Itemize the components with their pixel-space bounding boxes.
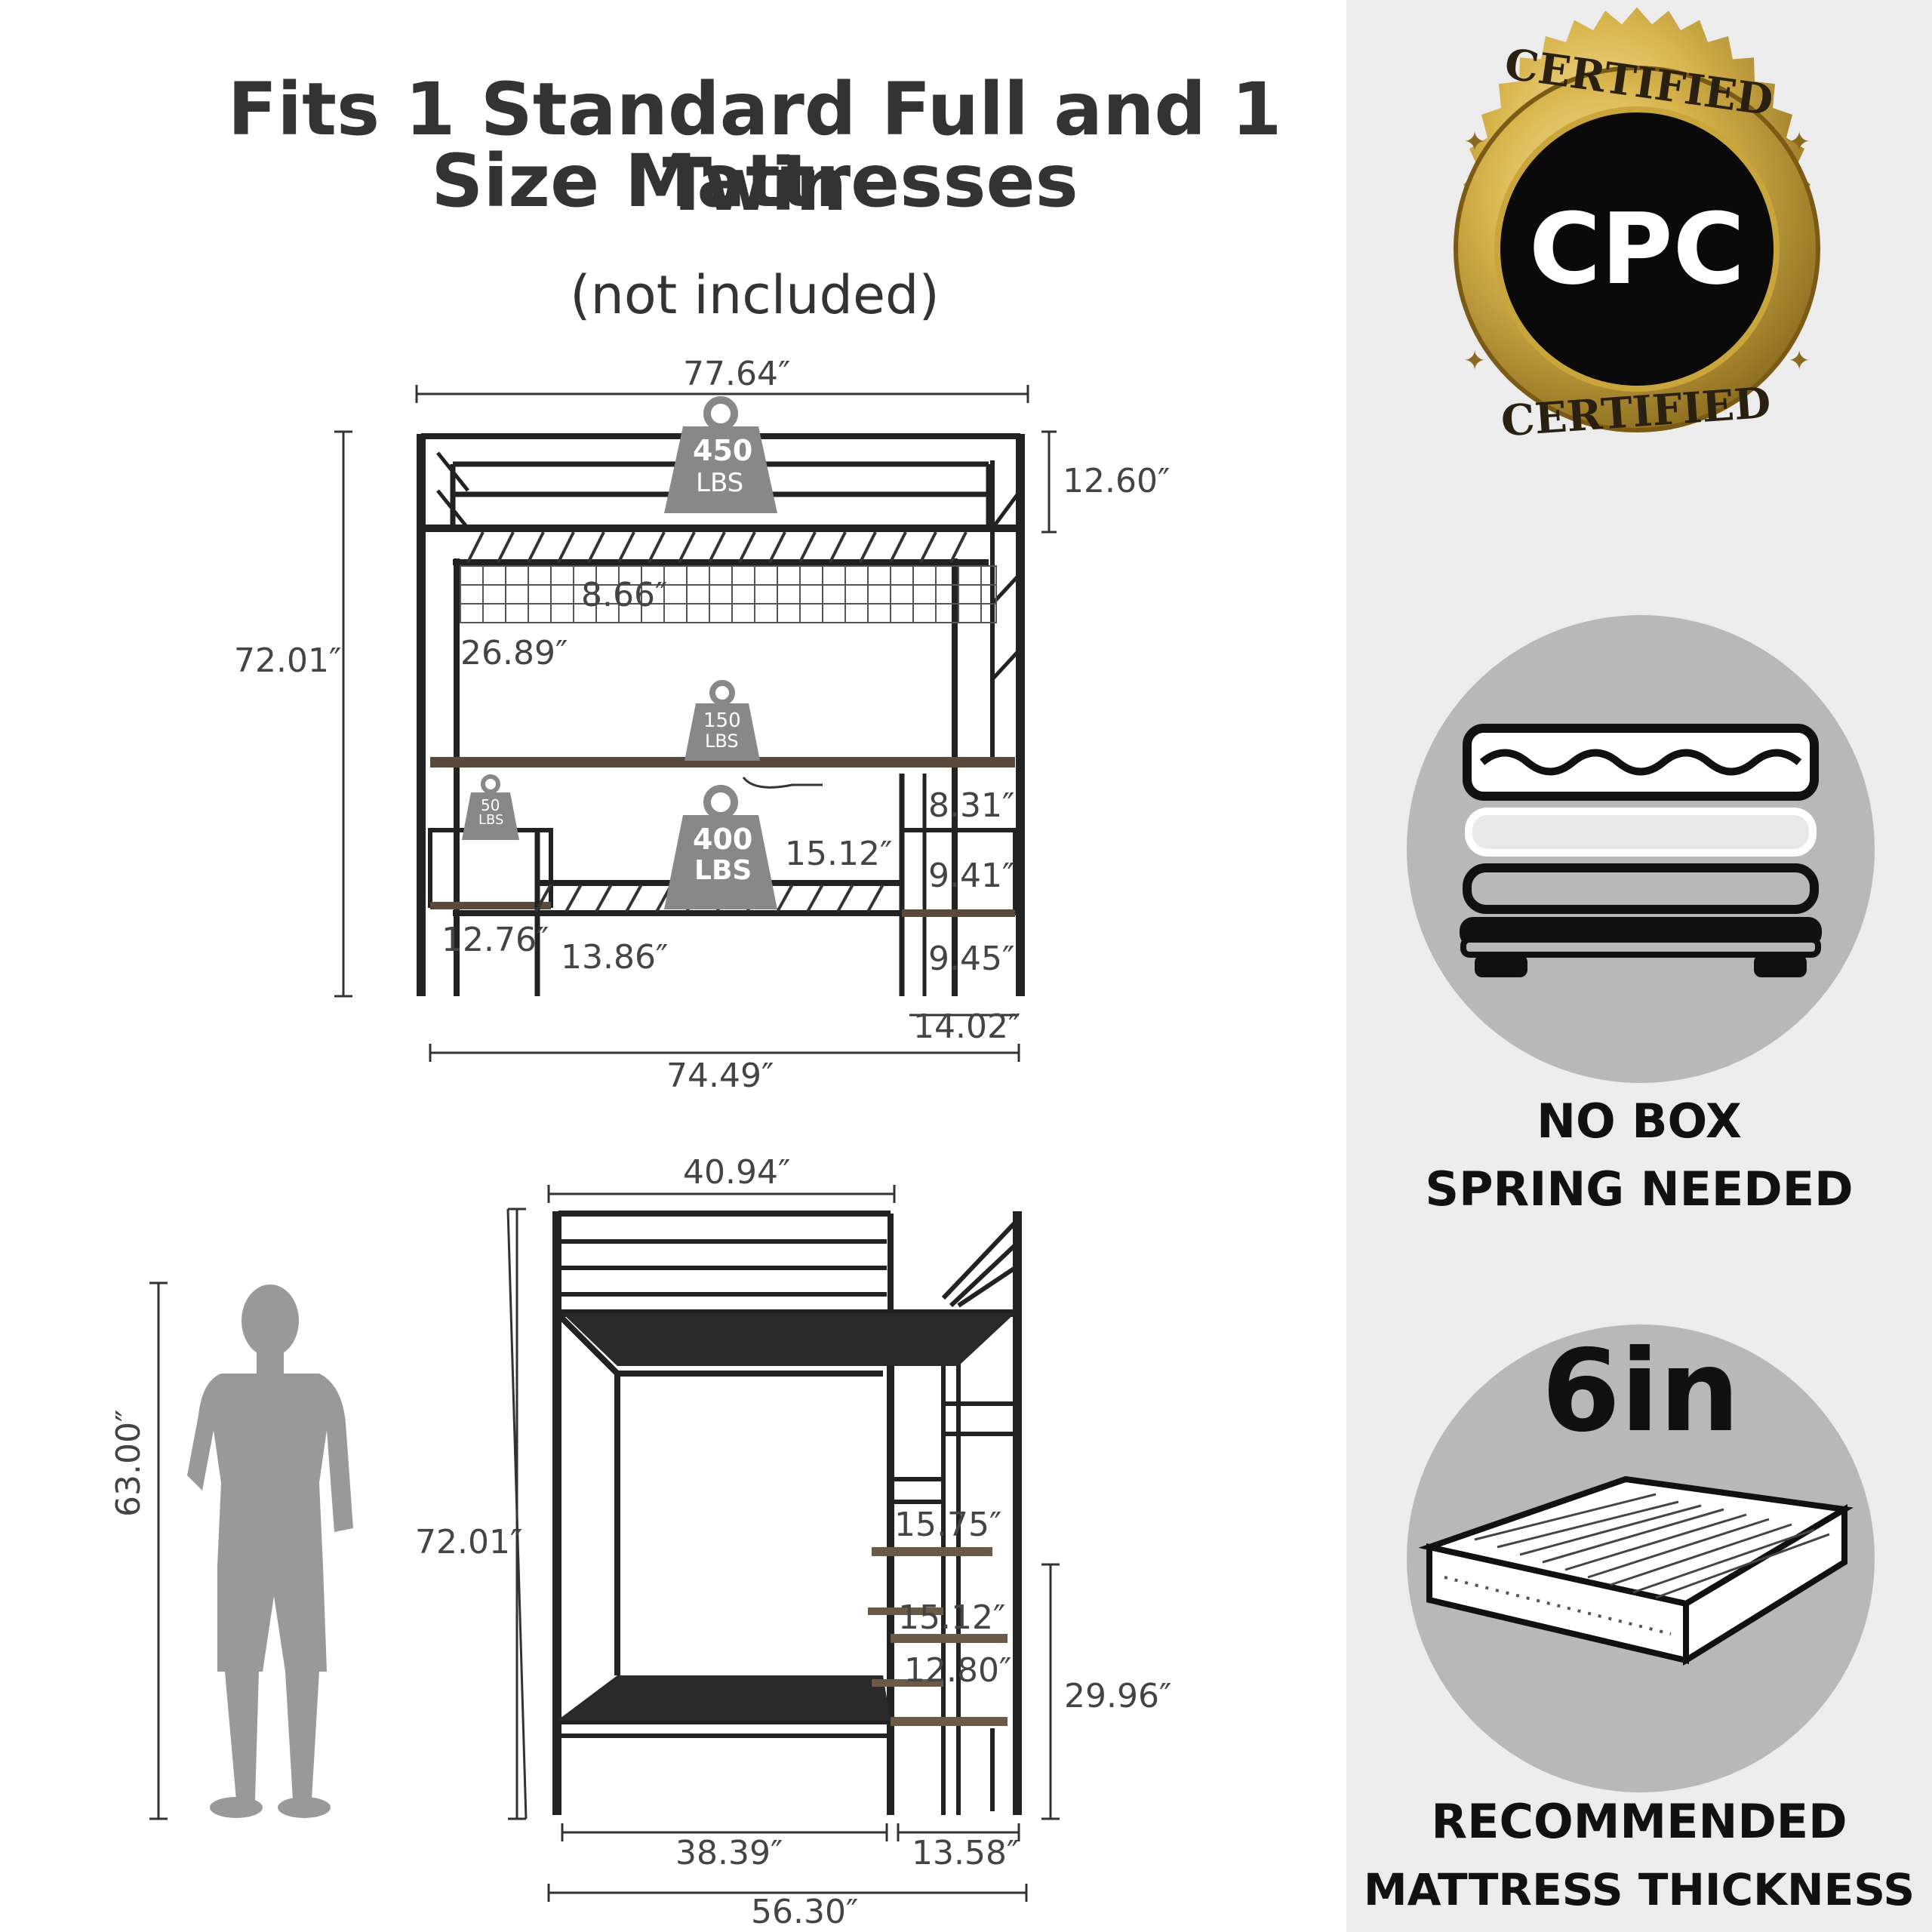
front-shelf-1: 8.31″: [928, 786, 1015, 825]
weight-450-value: 450: [693, 434, 753, 467]
weight-400-unit: LBS: [694, 855, 752, 886]
box-spring-icon: [1407, 615, 1875, 1083]
cpc-certified-badge-icon: CPC CERTIFIED CERTIFIED ✦ ✦ ✦ ✦: [1454, 7, 1820, 446]
side-stair-step-3: 12.80″: [904, 1651, 1012, 1690]
side-bed-width: 38.39″: [675, 1834, 783, 1872]
side-width-top: 40.94″: [683, 1153, 791, 1192]
front-shelf-width-right: 14.02″: [913, 1008, 1021, 1046]
side-view-diagram: [149, 1185, 1060, 1902]
right-panel: CPC CERTIFIED CERTIFIED ✦ ✦ ✦ ✦ NO BOX S…: [1346, 0, 1932, 1932]
feature-1-line-1: NO BOX: [1537, 1094, 1742, 1149]
svg-text:✦: ✦: [1788, 127, 1810, 158]
side-total-width: 56.30″: [751, 1893, 859, 1931]
weight-400-value: 400: [693, 823, 753, 856]
feature-2-line-2: MATTRESS THICKNESS: [1363, 1864, 1915, 1915]
weight-50-icon: [462, 774, 519, 840]
front-step-depth: 15.12″: [785, 835, 893, 873]
feature-1-line-2: SPRING NEEDED: [1425, 1161, 1854, 1217]
heading-note: (not included): [570, 264, 940, 326]
side-height: 72.01″: [415, 1523, 523, 1561]
side-stair-height: 29.96″: [1064, 1677, 1172, 1715]
person-height: 63.00″: [109, 1409, 148, 1517]
person-silhouette-icon: [187, 1284, 353, 1818]
feature-2-big-text: 6in: [1542, 1326, 1740, 1457]
svg-text:✦: ✦: [1463, 346, 1486, 377]
front-grid-height: 8.66″: [581, 576, 668, 614]
front-guardrail-height: 12.60″: [1063, 462, 1171, 500]
side-stair-width: 13.58″: [912, 1834, 1020, 1872]
front-desk-clearance: 26.89″: [460, 634, 568, 672]
weight-150-unit: LBS: [705, 731, 739, 752]
front-width-top: 77.64″: [683, 355, 791, 393]
mattress-icon: 6in: [1407, 1324, 1875, 1792]
side-stair-step-1: 15.75″: [894, 1506, 1002, 1544]
left-panel: Fits 1 Standard Full and 1 Twin Size Mat…: [109, 72, 1282, 1931]
weight-400-icon: [664, 785, 777, 909]
side-stair-step-2: 15.12″: [898, 1598, 1006, 1637]
weight-150-value: 150: [703, 709, 741, 732]
badge-center-text: CPC: [1529, 192, 1745, 306]
front-shelf-2: 9.41″: [928, 857, 1015, 895]
weight-50-unit: LBS: [478, 812, 504, 828]
front-shelf-3: 9.45″: [928, 940, 1015, 978]
heading-line-1: Fits 1 Standard Full and 1 Twin: [227, 67, 1282, 227]
feature-2-line-1: RECOMMENDED: [1431, 1794, 1847, 1849]
front-height: 72.01″: [234, 641, 342, 680]
weight-150-icon: [685, 680, 760, 761]
weight-50-value: 50: [481, 796, 500, 814]
weight-450-icon: [664, 396, 777, 513]
svg-text:✦: ✦: [1788, 346, 1810, 377]
front-shelf-width-left: 13.86″: [561, 938, 669, 977]
heading-line-2: Size Mattresses: [431, 139, 1078, 223]
svg-text:✦: ✦: [1463, 127, 1486, 158]
front-width-bottom: 74.49″: [666, 1057, 774, 1095]
front-shelf-depth-left: 12.76″: [441, 921, 549, 959]
weight-450-unit: LBS: [696, 468, 744, 498]
